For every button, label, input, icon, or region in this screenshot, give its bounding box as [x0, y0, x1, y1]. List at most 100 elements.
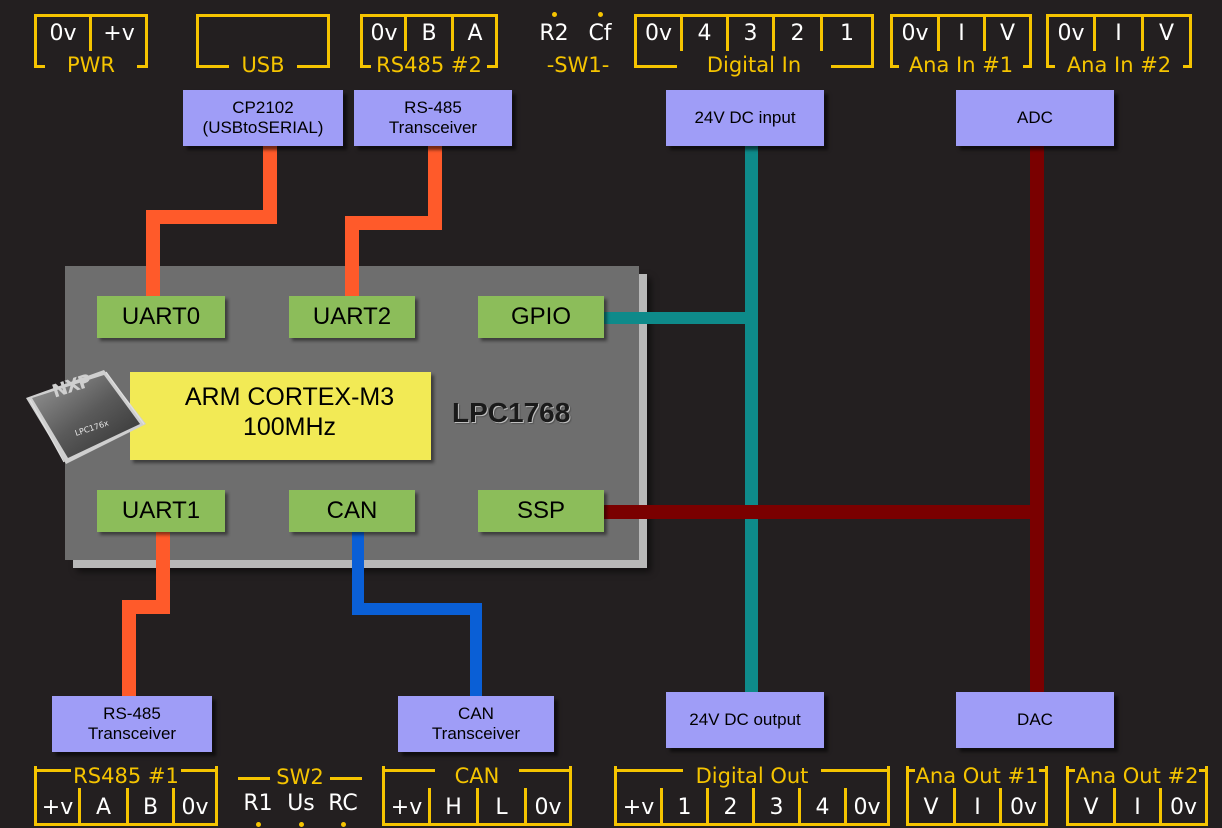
pin: L: [479, 788, 524, 828]
connector-label: Ana Out #2: [1074, 764, 1200, 788]
pin: 0v: [1162, 788, 1205, 828]
terminal-ana-out-1: Ana Out #1 V I 0v: [906, 766, 1048, 826]
block-24v-dc-output: 24V DC output: [666, 692, 824, 748]
connector-label: Ana In #2: [1054, 53, 1184, 77]
connector-label: Ana In #1: [898, 53, 1024, 77]
pin: I: [940, 14, 983, 54]
pin: +v: [385, 788, 428, 828]
core-name: ARM CORTEX-M3: [148, 382, 431, 412]
terminal-usb: USB: [196, 14, 330, 76]
block-can-transceiver: CAN Transceiver: [398, 696, 554, 752]
pin: A: [81, 788, 126, 828]
terminal-ana-in-2: 0v I V Ana In #2: [1046, 14, 1192, 76]
usb-port: [196, 14, 330, 54]
terminal-rs485-2: 0v B A RS485 #2: [360, 14, 498, 76]
block-label: Transceiver: [389, 118, 477, 138]
pin: +v: [37, 788, 78, 828]
pin: +v: [94, 14, 144, 54]
peripheral-ssp: SSP: [478, 490, 604, 532]
terminal-ana-out-2: Ana Out #2 V I 0v: [1066, 766, 1208, 826]
block-dac: DAC: [956, 692, 1114, 748]
block-label: Transceiver: [88, 724, 176, 744]
terminal-ana-in-1: 0v I V Ana In #1: [890, 14, 1032, 76]
switch-label: -SW1-: [532, 53, 624, 77]
wire-gpio: [604, 312, 758, 324]
connector-label: Digital Out: [680, 764, 824, 788]
pin: 0v: [527, 788, 569, 828]
pin: 0v: [847, 788, 887, 828]
block-label: ADC: [1017, 108, 1053, 128]
pin: 0v: [637, 14, 680, 54]
pin: V: [986, 14, 1029, 54]
switch-pin: R1: [236, 784, 280, 824]
pin: 0v: [1002, 788, 1045, 828]
pin: 0v: [38, 14, 88, 54]
switch-pin: Cf: [578, 14, 622, 54]
pin: I: [956, 788, 999, 828]
pin: V: [1069, 788, 1113, 828]
pin: I: [1096, 14, 1141, 54]
pin: H: [431, 788, 476, 828]
terminal-can: CAN +v H L 0v: [382, 766, 572, 826]
block-label: 24V DC input: [694, 108, 795, 128]
cpu-core: ARM CORTEX-M3 100MHz: [130, 372, 431, 460]
pin: 2: [709, 788, 752, 828]
block-label: (USBtoSERIAL): [203, 118, 324, 138]
peripheral-gpio: GPIO: [478, 296, 604, 338]
peripheral-uart0: UART0: [97, 296, 225, 338]
terminal-pwr: 0v +v PWR: [34, 14, 148, 76]
switch-pin: RC: [322, 784, 364, 824]
chip-name: LPC1768: [452, 397, 612, 429]
pin: 4: [801, 788, 844, 828]
pin: B: [407, 14, 451, 54]
pin: A: [454, 14, 496, 54]
connector-label: PWR: [48, 53, 134, 77]
switch-sw2: SW2 R1 Us RC: [236, 762, 364, 828]
terminal-digital-out: Digital Out +v 1 2 3 4 0v: [614, 766, 890, 826]
block-cp2102: CP2102 (USBtoSERIAL): [183, 90, 343, 146]
pin: V: [1144, 14, 1189, 54]
block-label: RS-485: [103, 704, 161, 724]
pin: 0v: [175, 788, 215, 828]
pin: +v: [617, 788, 660, 828]
block-label: RS-485: [404, 98, 462, 118]
wire-ssp: [604, 505, 1044, 519]
wire-can: [352, 532, 364, 614]
terminal-digital-in: 0v 4 3 2 1 Digital In: [634, 14, 874, 76]
pin: B: [129, 788, 172, 828]
peripheral-uart1: UART1: [97, 490, 225, 532]
switch-sw1: R2 Cf -SW1-: [532, 10, 624, 76]
connector-label: RS485 #1: [68, 764, 184, 788]
block-rs485-top: RS-485 Transceiver: [354, 90, 512, 146]
switch-pin: R2: [532, 14, 576, 54]
block-label: CAN: [458, 704, 494, 724]
pin: 2: [775, 14, 820, 54]
connector-label: RS485 #2: [370, 53, 488, 77]
block-24v-dc-input: 24V DC input: [666, 90, 824, 146]
pin: 3: [755, 788, 798, 828]
connector-label: USB: [226, 53, 300, 77]
pin: V: [909, 788, 953, 828]
block-adc: ADC: [956, 90, 1114, 146]
block-label: 24V DC output: [689, 710, 801, 730]
core-clock: 100MHz: [148, 412, 431, 442]
pin: I: [1116, 788, 1159, 828]
pin: 1: [823, 14, 871, 54]
switch-pin: Us: [280, 784, 322, 824]
connector-label: Ana Out #1: [914, 764, 1040, 788]
block-label: Transceiver: [432, 724, 520, 744]
pin: 0v: [363, 14, 405, 54]
block-label: DAC: [1017, 710, 1053, 730]
pin: 3: [729, 14, 772, 54]
connector-label: Digital In: [678, 53, 830, 77]
pin: 0v: [1049, 14, 1093, 54]
block-label: CP2102: [232, 98, 293, 118]
peripheral-uart2: UART2: [289, 296, 415, 338]
pin: 1: [663, 788, 706, 828]
pin: 4: [683, 14, 726, 54]
peripheral-can: CAN: [289, 490, 415, 532]
block-rs485-bottom: RS-485 Transceiver: [52, 696, 212, 752]
pin: 0v: [893, 14, 937, 54]
connector-label: CAN: [432, 764, 522, 788]
